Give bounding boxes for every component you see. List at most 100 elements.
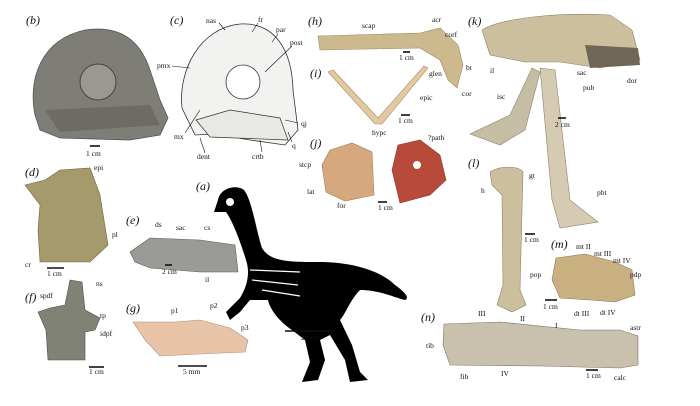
panel-k: (k) 2 cm il sac dor pub isc pbt	[468, 13, 641, 229]
label-il: il	[205, 275, 209, 284]
scale-label-i: 1 cm	[398, 116, 413, 125]
panel-f: (f) 1 cm ns spdf tp idpf	[25, 279, 113, 376]
label-idpf: idpf	[100, 329, 113, 338]
panel-n: (n) 1 cm III II I astr tib fib IV calc	[421, 309, 641, 382]
panel-l: (l) 1 cm gt h pop	[468, 156, 542, 313]
scale-label-l: 1 cm	[524, 235, 539, 244]
label-acr: acr	[432, 15, 442, 24]
label-ns: ns	[96, 279, 103, 288]
femur-photo	[489, 166, 527, 313]
skeleton-silhouette	[214, 187, 407, 382]
label-for: for	[337, 201, 346, 210]
label-p1: p1	[171, 306, 179, 315]
skeleton-ribs	[249, 269, 301, 297]
panel-label-c: (c)	[170, 13, 183, 27]
label-pop: pop	[530, 270, 542, 279]
label-cs: cs	[204, 223, 210, 232]
label-pmx: pmx	[157, 61, 171, 70]
label-dor: dor	[627, 76, 638, 85]
label-bt: bt	[466, 63, 473, 72]
pubis-photo	[539, 67, 599, 229]
label-tp: tp	[100, 311, 106, 320]
label-p2: p2	[210, 301, 218, 310]
label-scap: scap	[362, 21, 376, 30]
skeleton-orbit	[226, 198, 234, 206]
mandible-drawing	[195, 109, 289, 141]
label-tib: tib	[426, 341, 434, 350]
label-mx: mx	[174, 132, 184, 141]
panel-label-i: (i)	[310, 66, 321, 80]
panel-label-k: (k)	[468, 14, 481, 28]
sternal-plate-left	[321, 142, 375, 202]
scale-label-a: 25 cm	[301, 333, 320, 342]
scale-label-b: 1 cm	[86, 149, 101, 158]
label-epic: epic	[420, 93, 433, 102]
panel-b: (b) 1 cm	[26, 13, 169, 158]
panel-label-g: (g)	[126, 301, 140, 315]
scale-label-g: 5 mm	[183, 367, 200, 376]
label-h: h	[481, 186, 485, 195]
scale-label-j: 1 cm	[378, 203, 393, 212]
label-dent: dent	[197, 152, 211, 161]
scale-label-f: 1 cm	[89, 367, 104, 376]
label-qj: qj	[301, 119, 307, 128]
panel-label-n: (n)	[421, 310, 435, 324]
pathology-hole	[413, 161, 421, 169]
panel-c: (c) nas fr par post pmx mx dent crtb qj …	[157, 13, 307, 161]
label-q: q	[292, 141, 296, 150]
scale-label-k: 2 cm	[555, 120, 570, 129]
panel-label-d: (d)	[25, 165, 39, 179]
label-mt-iv: mt IV	[613, 256, 631, 265]
label-calc: calc	[614, 373, 627, 382]
panel-d: (d) 1 cm epi pl cr	[24, 163, 118, 278]
panel-g: (g) 5 mm p1 p2 p3	[126, 301, 249, 376]
furcula-photo	[327, 65, 429, 125]
label-pub: pub	[583, 83, 595, 92]
panel-h: (h) 1 cm scap acr corf bt glen cor	[308, 14, 473, 98]
label-ds: ds	[155, 220, 162, 229]
ischium-photo	[469, 67, 541, 146]
panel-label-l: (l)	[468, 156, 479, 170]
panel-i: (i) 1 cm epic hypc	[310, 65, 433, 137]
label-stcp: stcp	[299, 160, 311, 169]
label-sac: sac	[176, 223, 186, 232]
panel-e: (e) 2 cm ds sac cs il	[126, 213, 239, 284]
label-nas: nas	[206, 16, 216, 25]
label-corf: corf	[445, 30, 458, 39]
panel-label-m: (m)	[551, 237, 568, 251]
sacral-vertebrae	[585, 45, 640, 68]
vertebra-photo	[37, 279, 101, 361]
braincase-photo	[24, 167, 109, 263]
label-fr: fr	[258, 15, 263, 24]
scapulocoracoid-photo	[317, 27, 464, 89]
label-il: il	[490, 66, 494, 75]
panel-a: (a) 25 cm	[196, 179, 407, 382]
panel-m: (m) 1 cm mt II mt III mt IV pdp dt III d…	[543, 237, 642, 318]
label-astr: astr	[630, 323, 641, 332]
scale-label-m: 1 cm	[543, 302, 558, 311]
label-iv: IV	[501, 369, 509, 378]
label-epi: epi	[94, 163, 103, 172]
scale-label-e: 2 cm	[162, 267, 177, 276]
panel-j: (j) 1 cm stcp lat for ?path	[299, 133, 447, 212]
label-pbt: pbt	[597, 188, 608, 197]
label-dt-iv: dt IV	[600, 308, 616, 317]
label-iii: III	[478, 309, 486, 318]
orbit	[79, 63, 117, 101]
label-pdp: pdp	[630, 270, 642, 279]
label-fib: fib	[460, 372, 469, 381]
scale-label-n: 1 cm	[586, 371, 601, 380]
skull-jaw	[45, 105, 160, 132]
label-crtb: crtb	[252, 152, 264, 161]
label-lat: lat	[307, 187, 315, 196]
label-hypc: hypc	[372, 128, 387, 137]
label-pl: pl	[112, 230, 118, 239]
panel-label-e: (e)	[126, 213, 139, 227]
panel-label-f: (f)	[25, 290, 36, 304]
label-isc: isc	[497, 92, 506, 101]
premaxilla-photo	[132, 319, 249, 357]
scale-label-d: 1 cm	[47, 269, 62, 278]
label-spdf: spdf	[40, 291, 53, 300]
